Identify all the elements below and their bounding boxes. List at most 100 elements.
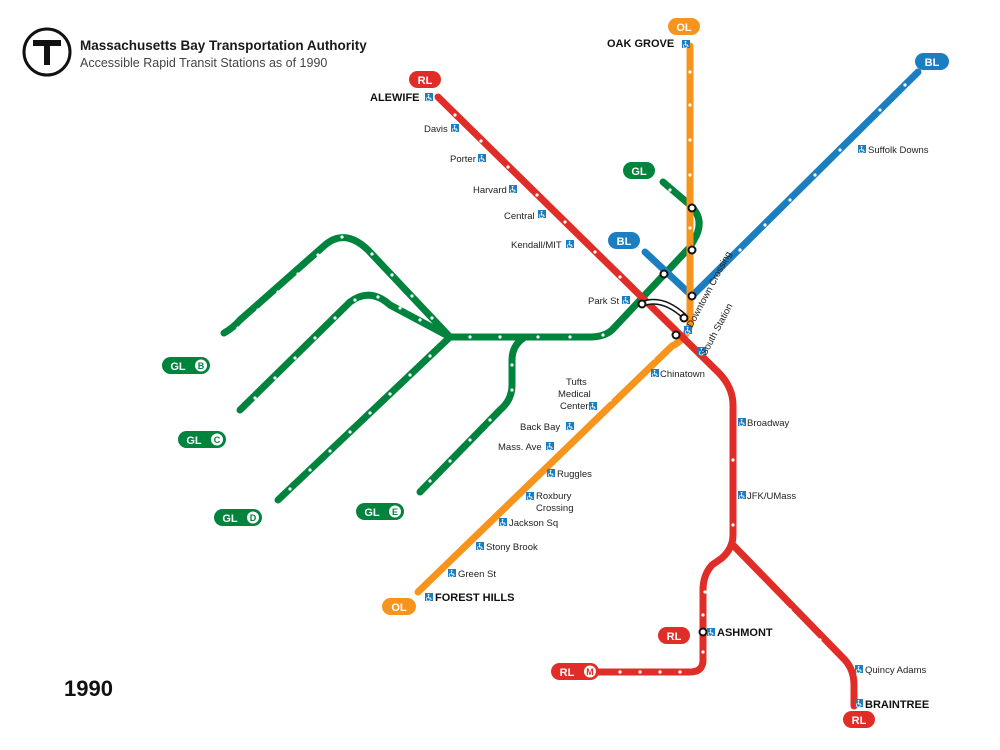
station-dot <box>453 113 457 117</box>
station-dot <box>568 335 572 339</box>
station-tufts-line2: Medical <box>558 389 591 400</box>
station-dot <box>838 148 842 152</box>
station-dot <box>651 356 655 360</box>
badge-rl-braintree: RL <box>843 711 875 728</box>
transfer-downtown-crossing <box>679 313 689 323</box>
station-dot <box>593 250 597 254</box>
station-jfk: JFK/UMass <box>747 491 796 502</box>
badge-bl-bowdoin: BL <box>608 232 640 249</box>
station-dot <box>731 523 735 527</box>
station-dot <box>878 108 882 112</box>
green-line-branch-c <box>236 291 454 414</box>
station-dot <box>818 638 822 642</box>
transfer-south-station <box>671 330 681 340</box>
transfer-govt-center <box>659 269 669 279</box>
badge-gl-e: GL E <box>356 503 404 520</box>
station-dot <box>688 103 692 107</box>
transfer-state <box>687 291 697 301</box>
accessible-icon-ashmont <box>706 627 716 637</box>
svg-text:GL: GL <box>222 513 238 525</box>
station-dot <box>370 252 374 256</box>
station-dot <box>688 70 692 74</box>
accessible-icon-jackson-sq <box>498 517 508 527</box>
station-dot <box>410 294 414 298</box>
station-dot <box>328 449 332 453</box>
station-dot <box>253 396 257 400</box>
station-tufts-line3: Center <box>560 401 589 412</box>
svg-text:D: D <box>250 513 257 523</box>
blue-line <box>641 68 922 300</box>
station-dot <box>408 373 412 377</box>
station-stony-brook: Stony Brook <box>486 542 538 553</box>
station-oak-grove: OAK GROVE <box>607 38 674 50</box>
accessible-icon-tufts <box>588 401 598 411</box>
station-dot <box>293 356 297 360</box>
station-dot <box>276 290 280 294</box>
svg-text:RL: RL <box>560 667 575 679</box>
accessible-icon-porter <box>477 153 487 163</box>
station-kendall: Kendall/MIT <box>511 240 562 251</box>
station-dot <box>688 138 692 142</box>
svg-text:C: C <box>214 435 221 445</box>
svg-text:RL: RL <box>852 715 867 727</box>
station-jackson-sq: Jackson Sq <box>509 518 558 529</box>
station-dot <box>296 272 300 276</box>
station-dot <box>536 335 540 339</box>
station-dot <box>468 335 472 339</box>
accessible-icon-jfk <box>737 490 747 500</box>
accessible-icon-alewife <box>424 92 434 102</box>
station-dot <box>758 578 762 582</box>
station-dot <box>308 468 312 472</box>
station-park-st: Park St <box>588 296 620 307</box>
station-dot <box>731 458 735 462</box>
station-dot <box>608 398 612 402</box>
station-mass-ave: Mass. Ave <box>498 442 542 453</box>
transfer-park-st <box>637 299 647 309</box>
green-line-branch-e <box>416 333 529 496</box>
station-dot <box>498 335 502 339</box>
station-dot <box>428 354 432 358</box>
svg-text:OL: OL <box>676 22 692 34</box>
station-dot <box>390 273 394 277</box>
green-line-branch-b <box>220 234 454 341</box>
accessible-icon-park-st <box>621 295 631 305</box>
transfer-ashmont <box>698 627 708 637</box>
red-line <box>434 93 737 676</box>
accessible-icon-stony-brook <box>475 541 485 551</box>
station-dot <box>903 83 907 87</box>
station-harvard: Harvard <box>473 185 507 196</box>
station-dot <box>398 306 402 310</box>
svg-text:OL: OL <box>391 602 407 614</box>
station-dot <box>340 235 344 239</box>
accessible-icon-mass-ave <box>545 441 555 451</box>
station-davis: Davis <box>424 124 448 135</box>
station-dot <box>388 392 392 396</box>
station-dot <box>668 188 672 192</box>
station-dot <box>813 173 817 177</box>
badge-gl-d: GL D <box>214 509 262 526</box>
svg-text:RL: RL <box>418 75 433 87</box>
station-alewife: ALEWIFE <box>370 92 420 104</box>
station-suffolk-downs: Suffolk Downs <box>868 145 929 156</box>
transfer-haymarket <box>687 203 697 213</box>
station-roxbury-line2: Crossing <box>536 503 574 514</box>
station-dot <box>273 376 277 380</box>
station-dot <box>535 193 539 197</box>
svg-text:GL: GL <box>364 507 380 519</box>
badge-gl-b: GL B <box>162 357 210 374</box>
station-dot <box>448 459 452 463</box>
svg-text:E: E <box>392 507 398 517</box>
badge-ol-forest-hills: OL <box>382 598 416 615</box>
station-dot <box>468 438 472 442</box>
accessible-icon-back-bay <box>565 421 575 431</box>
station-back-bay: Back Bay <box>520 422 560 433</box>
station-porter: Porter <box>450 154 476 165</box>
svg-text:B: B <box>198 361 205 371</box>
station-dot <box>510 363 514 367</box>
station-dot <box>701 613 705 617</box>
station-dot <box>788 608 792 612</box>
station-tufts-line1: Tufts <box>566 377 587 388</box>
station-dot <box>313 336 317 340</box>
station-dot <box>678 670 682 674</box>
